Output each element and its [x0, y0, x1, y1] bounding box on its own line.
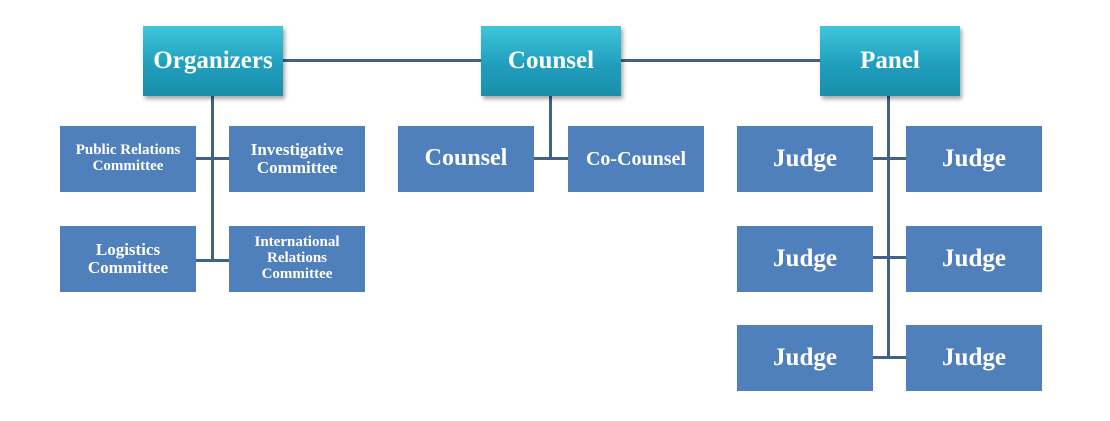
connector-panel-vertical [887, 95, 890, 359]
international-relations-committee-node: International Relations Committee [229, 226, 365, 292]
judge-node: Judge [737, 126, 873, 192]
judge-node: Judge [906, 325, 1042, 391]
investigative-committee-node: Investigative Committee [229, 126, 365, 192]
connector-panel-branch-1 [872, 157, 906, 160]
connector-organizers-branch-2 [196, 259, 229, 262]
connector-counsel-vertical [549, 95, 552, 160]
connector-organizers-vertical [211, 95, 214, 262]
co-counsel-node: Co-Counsel [568, 126, 704, 192]
judge-node: Judge [737, 325, 873, 391]
public-relations-committee-node: Public Relations Committee [60, 126, 196, 192]
counsel-child-node: Counsel [398, 126, 534, 192]
connector-counsel-branch [534, 157, 568, 160]
connector-panel-branch-2 [872, 256, 906, 259]
connector-organizers-branch-1 [196, 157, 229, 160]
organizers-node: Organizers [143, 26, 283, 96]
judge-node: Judge [906, 126, 1042, 192]
counsel-node: Counsel [481, 26, 621, 96]
judge-node: Judge [737, 226, 873, 292]
connector-panel-branch-3 [872, 356, 906, 359]
logistics-committee-node: Logistics Committee [60, 226, 196, 292]
panel-node: Panel [820, 26, 960, 96]
judge-node: Judge [906, 226, 1042, 292]
